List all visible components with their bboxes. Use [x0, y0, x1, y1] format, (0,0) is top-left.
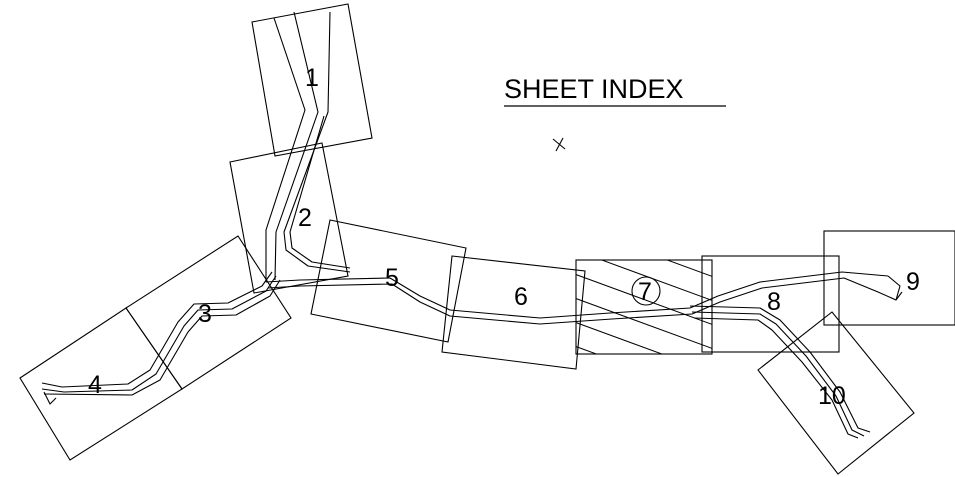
current-sheet-circle-icon — [631, 276, 661, 306]
sheet-6-label: 6 — [514, 283, 528, 311]
sheet-10-frame[interactable] — [757, 311, 915, 475]
sheet-2-label: 2 — [298, 204, 312, 232]
sheet-7-label: 7 — [638, 278, 652, 306]
sheet-5-frame[interactable] — [310, 219, 467, 343]
sheet-4-frame[interactable] — [19, 307, 183, 461]
sheet-10-label: 10 — [818, 382, 846, 410]
sheet-4-label: 4 — [88, 371, 102, 399]
sheet-1-frame[interactable] — [251, 3, 373, 157]
sheet-6-frame[interactable] — [441, 255, 586, 370]
reference-cross-icon — [552, 137, 566, 152]
alignment-route — [41, 11, 903, 439]
sheet-8-frame[interactable] — [701, 255, 840, 353]
sheet-3-label: 3 — [198, 300, 212, 328]
sheet-5-label: 5 — [385, 264, 399, 292]
sheet-7-hatch — [576, 260, 712, 354]
sheet-9-frame[interactable] — [823, 230, 955, 326]
sheet-9-label: 9 — [906, 268, 920, 296]
sheet-1-label: 1 — [305, 64, 319, 92]
sheet-8-label: 8 — [767, 288, 781, 316]
sheet-index-title: SHEET INDEX — [504, 74, 684, 104]
